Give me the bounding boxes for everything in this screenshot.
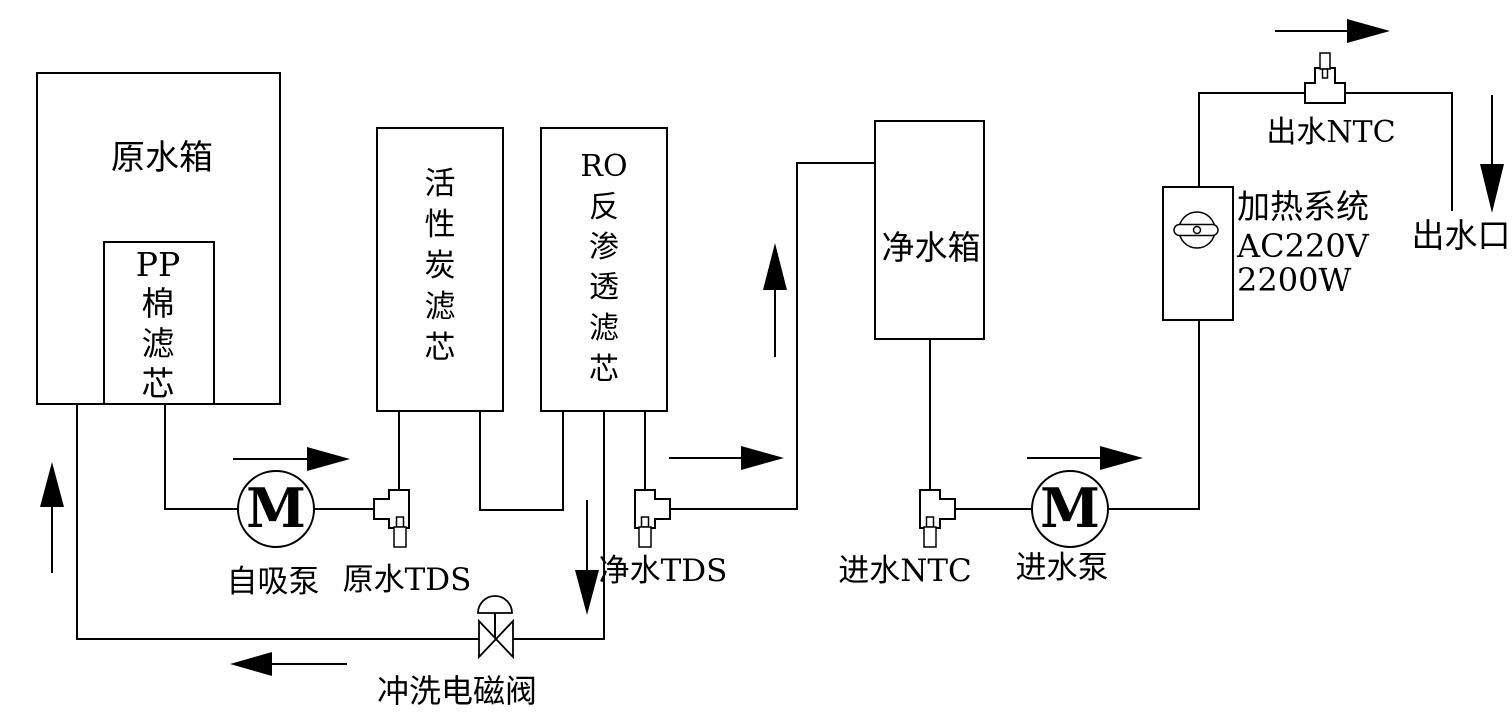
pipe-pp-filter-to-self-pump: [164, 404, 238, 510]
probe-neck: [925, 516, 935, 528]
heater-element-icon: [1173, 211, 1219, 249]
clean-water-tank-box: [874, 120, 985, 340]
ro-filter-label-line: 滤: [589, 311, 619, 346]
flow-arrow-left-bottom-icon: [230, 652, 347, 676]
carbon-filter-label-line: 炭: [425, 248, 456, 284]
heater-box: [1162, 186, 1234, 321]
pipe-tank-drain-to-flush-valve: [76, 404, 479, 640]
carbon-filter-label-line: 活: [425, 166, 456, 202]
pipe-clean-tds-to-clean-tank: [670, 162, 875, 510]
pipe-carbon-filter-to-ro-filter: [479, 411, 564, 511]
pipe-flush-valve-to-ro: [513, 411, 605, 640]
pipe-heater-to-outlet-ntc: [1198, 92, 1305, 187]
flow-arrow-up-clean-tank-icon: [763, 243, 787, 357]
probe-tip: [638, 526, 652, 548]
inlet-ntc-label: 进水NTC: [838, 553, 972, 589]
ro-filter-label-line: 反: [589, 190, 619, 225]
clean-tank-label: 净水箱: [882, 228, 981, 267]
pp-filter-label-line: 芯: [142, 364, 175, 403]
clean-tds-sensor-icon: [634, 489, 671, 548]
ro-filter-label-line: 透: [589, 270, 619, 305]
probe-tip: [923, 526, 937, 548]
carbon-filter-label-line: 滤: [425, 289, 456, 325]
carbon-filter-box: [376, 127, 504, 412]
probe-tip: [1319, 52, 1331, 70]
tee-body: [1304, 67, 1346, 104]
outlet-ntc-label: 出水NTC: [1266, 115, 1395, 150]
motor-letter: M: [246, 476, 306, 540]
inlet-pump-icon: M: [1031, 470, 1109, 548]
flow-arrow-down-flush-icon: [575, 500, 599, 615]
probe-neck: [1321, 68, 1329, 79]
water-outlet-label: 出水口: [1412, 216, 1511, 255]
outlet-ntc-sensor-icon: [1304, 52, 1346, 104]
flush-solenoid-valve-icon: [477, 595, 514, 660]
pp-filter-label-line: PP: [136, 245, 180, 284]
carbon-filter-label-line: 芯: [425, 330, 456, 366]
pipe-inlet-pump-to-heater: [1108, 320, 1200, 510]
flush-valve-label: 冲洗电磁阀: [377, 672, 537, 710]
raw-tank-label: 原水箱: [111, 138, 213, 178]
probe-tip: [393, 526, 407, 548]
self-priming-pump-icon: M: [237, 470, 315, 548]
flow-arrow-right-top-icon: [1275, 19, 1390, 43]
heater-label-line: AC220V: [1236, 227, 1370, 265]
valve-left-triangle: [478, 618, 498, 660]
flow-arrow-right-inlet-pump-icon: [1027, 446, 1143, 470]
inlet-pump-label: 进水泵: [1016, 550, 1109, 586]
flow-arrow-right-self-pump-icon: [233, 447, 350, 471]
ro-filter-label-line: 渗: [589, 230, 619, 265]
heater-dot: [1192, 225, 1202, 235]
valve-right-triangle: [494, 618, 514, 660]
motor-circle: [1031, 470, 1109, 548]
ro-filter-box: [540, 127, 668, 412]
heater-label-line: 加热系统: [1237, 187, 1369, 226]
flow-arrow-up-left-icon: [40, 462, 64, 573]
flow-arrow-right-to-clean-tank-icon: [669, 446, 784, 470]
self-priming-pump-label: 自吸泵: [227, 564, 320, 600]
clean-tds-label: 净水TDS: [599, 553, 728, 589]
inlet-ntc-sensor-icon: [919, 489, 956, 548]
pp-filter-label-line: 滤: [142, 324, 175, 363]
pp-cotton-filter-box: [103, 241, 215, 405]
probe-neck: [640, 516, 650, 528]
motor-circle: [237, 470, 315, 548]
raw-tds-label: 原水TDS: [343, 562, 472, 598]
heater-label-line: 2200W: [1237, 261, 1351, 299]
flow-arrow-down-outlet-icon: [1480, 95, 1504, 213]
motor-letter: M: [1040, 476, 1100, 540]
carbon-filter-label-line: 性: [425, 207, 456, 243]
pipe-outlet-ntc-to-outlet: [1345, 92, 1453, 211]
raw-tds-sensor-icon: [373, 489, 410, 548]
ro-filter-label-line: RO: [580, 149, 627, 184]
valve-actuator-dome: [477, 595, 513, 614]
probe-neck: [395, 516, 405, 528]
ro-filter-label-line: 芯: [589, 352, 619, 387]
pp-filter-label-line: 棉: [142, 284, 175, 323]
